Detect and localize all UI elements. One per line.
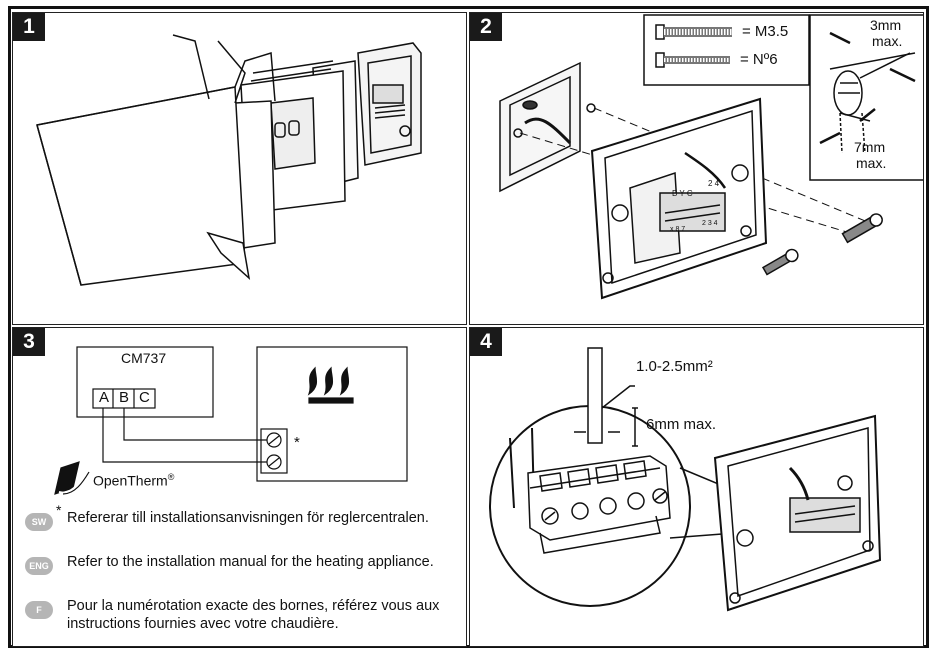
panel-1: 1 <box>12 12 467 325</box>
panel-number: 1 <box>13 13 45 41</box>
language-badge-eng: ENG <box>25 557 53 575</box>
terminal-b: B <box>119 389 130 406</box>
wire-size-label: 1.0-2.5mm² <box>636 358 713 375</box>
device-name: CM737 <box>121 350 167 366</box>
clearance-top-max: max. <box>872 33 903 49</box>
unboxing-illustration <box>36 34 422 286</box>
panel-number: 4 <box>470 328 502 356</box>
terminal-labels-2: 2 4 <box>708 179 720 188</box>
clearance-top-value: 3mm <box>870 17 902 33</box>
appliance-asterisk: * <box>294 434 300 451</box>
wire-insertion-illustration <box>489 347 882 612</box>
terminal-a: A <box>99 389 110 406</box>
panel-4: 4 <box>469 327 924 647</box>
panel-3: 3 CM737 A B C * OpenTherm® <box>12 327 467 647</box>
terminal-labels: B Y C <box>672 189 693 198</box>
language-badge-sw: SW <box>25 513 53 531</box>
wiring-schematic <box>54 346 408 495</box>
note-asterisk: * <box>56 502 62 518</box>
wall-mounting-illustration <box>499 14 923 300</box>
note-french: Pour la numérotation exacte des bornes, … <box>67 598 440 632</box>
brand-name: OpenTherm <box>93 472 168 489</box>
panel-number: 3 <box>13 328 45 356</box>
clearance-bottom-value: 7mm <box>854 139 886 155</box>
note-swedish: Refererar till installationsanvisningen … <box>67 510 429 526</box>
clearance-bottom-max: max. <box>856 155 887 171</box>
brand-mark: ® <box>167 472 175 482</box>
strip-length-label: 6mm max. <box>646 416 717 433</box>
opentherm-brand: OpenTherm® <box>93 472 174 489</box>
note-english: Refer to the installation manual for the… <box>67 554 434 570</box>
screw-m35-label: = M3.5 <box>742 23 789 40</box>
terminal-numbers: x 8 7 <box>670 226 686 233</box>
language-badge-f: F <box>25 601 53 619</box>
panel-2: 2 <box>469 12 924 325</box>
terminal-numbers-2: 2 3 4 <box>702 220 718 227</box>
terminal-c: C <box>139 389 150 406</box>
screw-no6-label: = Nº6 <box>740 51 778 68</box>
panel-number: 2 <box>470 13 502 41</box>
